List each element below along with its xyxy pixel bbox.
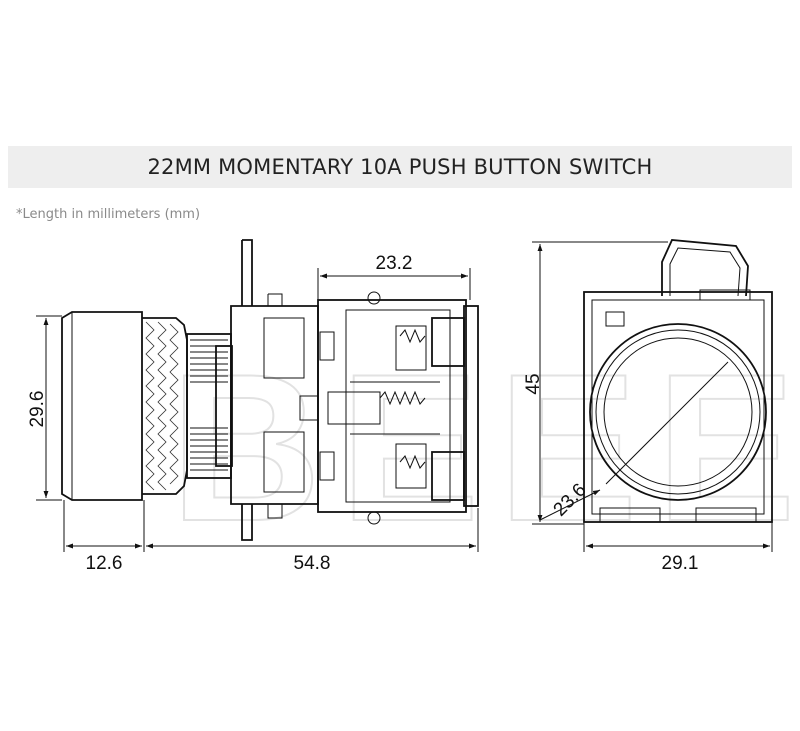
front-housing: [583, 291, 773, 523]
dimension-23-2: 23.2: [317, 253, 471, 300]
latch-handle: [661, 239, 749, 297]
watermark: BEEE: [170, 330, 800, 565]
dim-button-depth: 12.6: [86, 553, 123, 574]
dim-contact-block: 23.2: [376, 253, 413, 274]
side-view: 29.6 12.6 54.8 23.2: [27, 239, 479, 574]
page-title: 22MM MOMENTARY 10A PUSH BUTTON SWITCH: [147, 155, 653, 179]
dimension-29-6: 29.6: [27, 315, 62, 501]
contact-block: [317, 291, 479, 525]
front-view: 23.6 45 29.1: [523, 239, 773, 574]
dim-width-front: 29.1: [662, 553, 699, 574]
dimension-bottom-left: 12.6 54.8: [63, 500, 479, 574]
threaded-neck: [186, 333, 233, 479]
button-bezel-circle: [589, 323, 767, 501]
button-cap: [61, 311, 143, 501]
spring: [379, 390, 426, 406]
title-banner: 22MM MOMENTARY 10A PUSH BUTTON SWITCH: [8, 146, 792, 188]
dim-height-left: 29.6: [27, 391, 48, 428]
units-note: *Length in millimeters (mm): [16, 207, 201, 222]
dim-height-front: 45: [523, 373, 544, 394]
button-face-circle: [603, 337, 753, 487]
dim-total-length: 54.8: [294, 553, 331, 574]
dimension-45: 45: [523, 241, 668, 525]
dimension-29-1: 29.1: [583, 522, 773, 574]
